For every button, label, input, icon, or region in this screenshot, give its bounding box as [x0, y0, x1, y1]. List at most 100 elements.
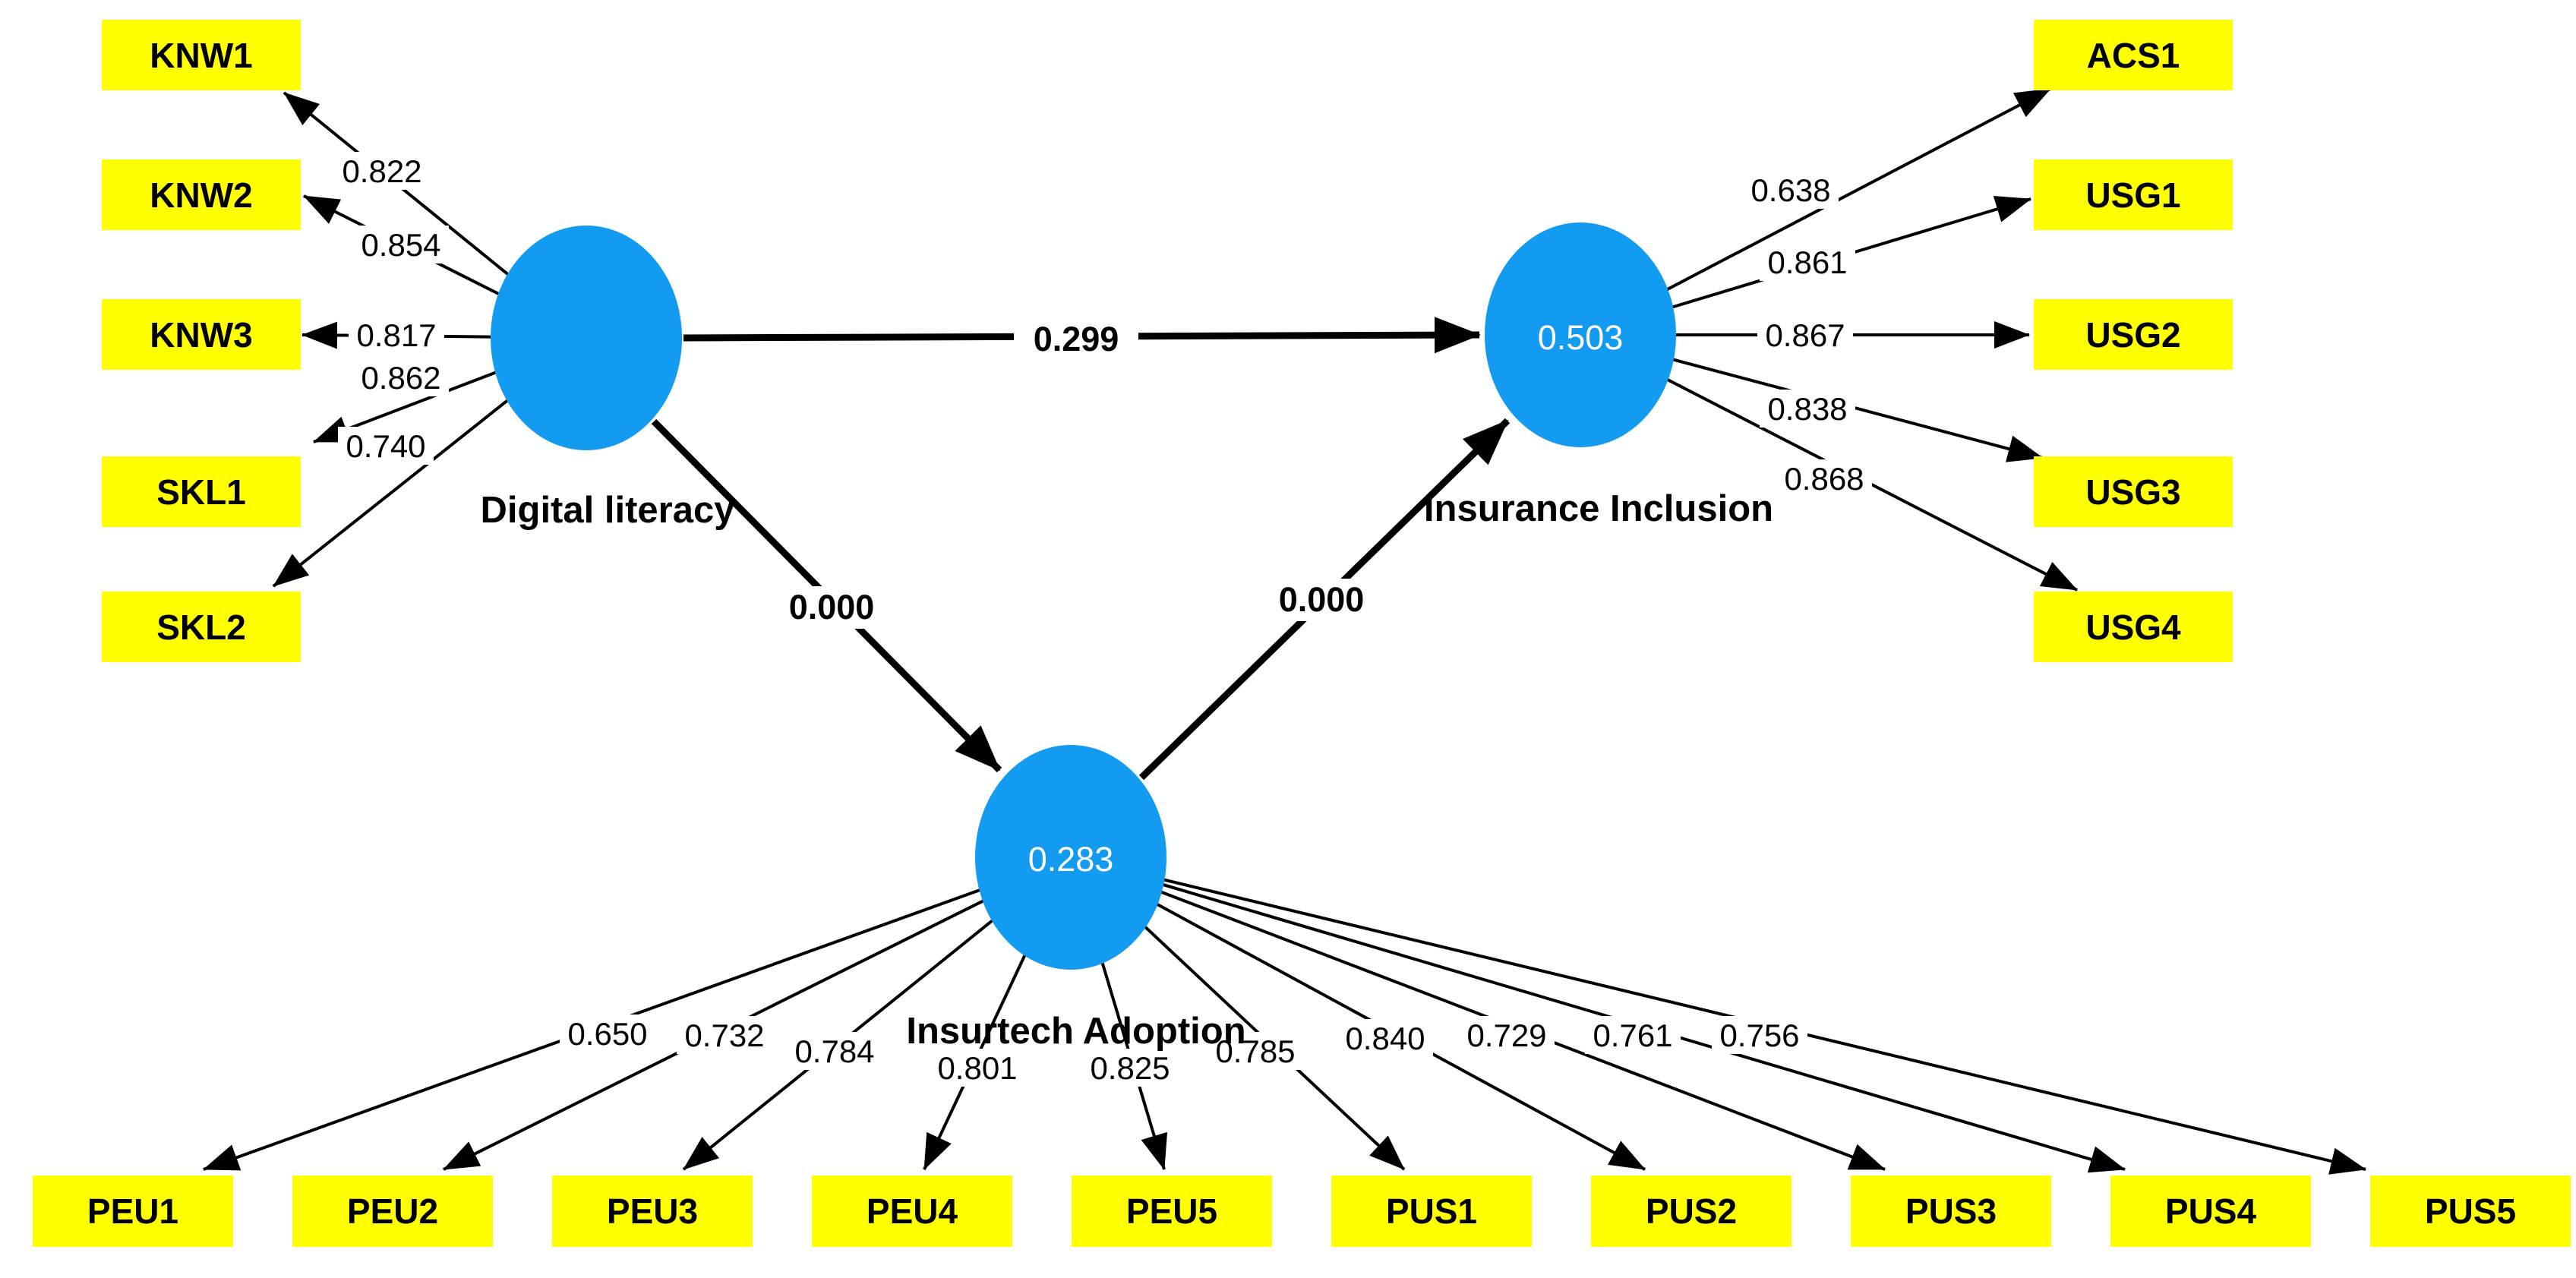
indicator-box	[1331, 1175, 1532, 1247]
indicator-peu1: PEU1	[33, 1175, 233, 1247]
indicator-label: PEU2	[347, 1191, 438, 1231]
digital-literacy-label: Digital literacy	[481, 490, 735, 531]
indicator-label: PEU5	[1126, 1191, 1217, 1231]
indicator-label: ACS1	[2087, 36, 2180, 75]
indicator-label: PEU4	[867, 1191, 958, 1231]
indicator-label: USG2	[2085, 315, 2180, 355]
indicator-label: KNW1	[150, 36, 252, 75]
insurance-inclusion-r2: 0.503	[1538, 318, 1624, 357]
indicator-box	[2370, 1175, 2571, 1247]
label-bg	[1337, 1019, 1433, 1057]
arrow-ia-peu1	[203, 856, 1072, 1171]
indicator-label: SKL2	[156, 607, 246, 647]
indicator-box	[102, 592, 301, 662]
arrow-ia-peu2	[443, 856, 1072, 1171]
loading-value: 0.825	[1090, 1050, 1170, 1086]
loading-value: 0.854	[361, 227, 440, 263]
indicator-label: PUS5	[2425, 1191, 2516, 1231]
loading-usg1: 0.861	[1760, 243, 1855, 281]
loading-pus3: 0.729	[1459, 1016, 1555, 1054]
indicator-label: PEU1	[87, 1191, 178, 1231]
indicator-pus2: PUS2	[1591, 1175, 1792, 1247]
indicator-peu5: PEU5	[1072, 1175, 1272, 1247]
label-bg	[353, 226, 449, 263]
label-bg	[334, 152, 430, 190]
construct-insurance-inclusion: 0.503 Insurance Inclusion	[1424, 222, 1773, 529]
indicator-label: PEU3	[607, 1191, 698, 1231]
indicator-label: KNW3	[150, 315, 252, 355]
indicator-acs1: ACS1	[2034, 20, 2233, 90]
indicator-pus1: PUS1	[1331, 1175, 1532, 1247]
label-bg	[1585, 1016, 1681, 1054]
path-coefficient-ia-to-ii: 0.000	[1264, 579, 1379, 621]
indicator-pus5: PUS5	[2370, 1175, 2571, 1247]
loading-value: 0.867	[1765, 317, 1845, 353]
loading-value: 0.785	[1215, 1033, 1295, 1069]
indicator-label: PUS2	[1646, 1191, 1737, 1231]
loading-value: 0.761	[1593, 1018, 1672, 1053]
label-bg	[677, 1016, 772, 1054]
loading-peu5: 0.825	[1082, 1049, 1178, 1087]
indicator-label: PUS4	[2165, 1191, 2257, 1231]
indicator-label: USG1	[2085, 175, 2180, 215]
arrow-ia-pus4	[1070, 856, 2126, 1173]
insurance-inclusion-label: Insurance Inclusion	[1424, 488, 1773, 529]
construct-digital-literacy: Digital literacy	[481, 226, 735, 531]
path-coefficient-dl-to-ii: 0.299	[1014, 318, 1138, 361]
label-bg	[787, 1032, 882, 1070]
path-coefficient-dl-to-ia: 0.000	[774, 586, 889, 629]
loading-skl2: 0.740	[338, 427, 434, 465]
indicator-box	[2034, 456, 2233, 527]
insurtech-adoption-circle	[975, 745, 1166, 970]
indicator-usg2: USG2	[2034, 299, 2233, 370]
label-bg	[1743, 171, 1839, 209]
digital-literacy-indicator-boxes: KNW1 KNW2 KNW3 SKL1 SKL2	[102, 20, 301, 662]
label-bg	[1014, 318, 1138, 361]
structural-path-arrows	[651, 317, 1511, 781]
insurtech-adoption-indicator-arrows	[203, 856, 2366, 1175]
loading-peu3: 0.784	[787, 1032, 882, 1070]
indicator-box	[1591, 1175, 1792, 1247]
indicator-box	[102, 20, 301, 90]
path-coefficient-labels: 0.299 0.000 0.000	[774, 318, 1379, 629]
loading-value: 0.740	[346, 428, 425, 464]
coefficient-value: 0.000	[789, 588, 875, 626]
indicator-box	[812, 1175, 1012, 1247]
loading-peu2: 0.732	[677, 1016, 772, 1054]
loading-knw3: 0.817	[349, 316, 444, 354]
loading-value: 0.817	[356, 317, 436, 353]
indicator-knw1: KNW1	[102, 20, 301, 90]
insurtech-adoption-label: Insurtech Adoption	[906, 1011, 1245, 1052]
loading-value: 0.756	[1719, 1018, 1799, 1053]
indicator-box	[552, 1175, 753, 1247]
indicator-box	[2034, 592, 2233, 662]
label-bg	[1264, 579, 1379, 621]
label-bg	[1082, 1049, 1178, 1087]
indicator-box	[1072, 1175, 1272, 1247]
insurance-inclusion-circle	[1485, 222, 1676, 447]
indicator-usg1: USG1	[2034, 159, 2233, 230]
label-bg	[1760, 390, 1855, 428]
indicator-box	[1851, 1175, 2051, 1247]
insurtech-adoption-loading-labels: 0.650 0.732 0.784 0.801 0.825 0.785 0.84…	[560, 1015, 1807, 1087]
coefficient-value: 0.000	[1279, 580, 1365, 619]
indicator-box	[2110, 1175, 2311, 1247]
indicator-peu3: PEU3	[552, 1175, 753, 1247]
indicator-box	[102, 299, 301, 370]
arrow-ia-pus5	[1070, 856, 2366, 1175]
indicator-pus3: PUS3	[1851, 1175, 2051, 1247]
indicator-label: PUS3	[1905, 1191, 1997, 1231]
indicator-box	[2034, 299, 2233, 370]
loading-value: 0.732	[684, 1018, 764, 1053]
loading-value: 0.729	[1466, 1018, 1546, 1053]
arrow-ia-pus3	[1070, 856, 1886, 1171]
indicator-label: SKL1	[156, 472, 246, 512]
loading-pus5: 0.756	[1712, 1016, 1807, 1054]
indicator-knw2: KNW2	[102, 159, 301, 230]
indicator-box	[102, 456, 301, 527]
insurance-inclusion-indicator-boxes: ACS1 USG1 USG2 USG3 USG4	[2034, 20, 2233, 662]
indicator-label: USG3	[2085, 472, 2180, 512]
label-bg	[560, 1015, 655, 1052]
